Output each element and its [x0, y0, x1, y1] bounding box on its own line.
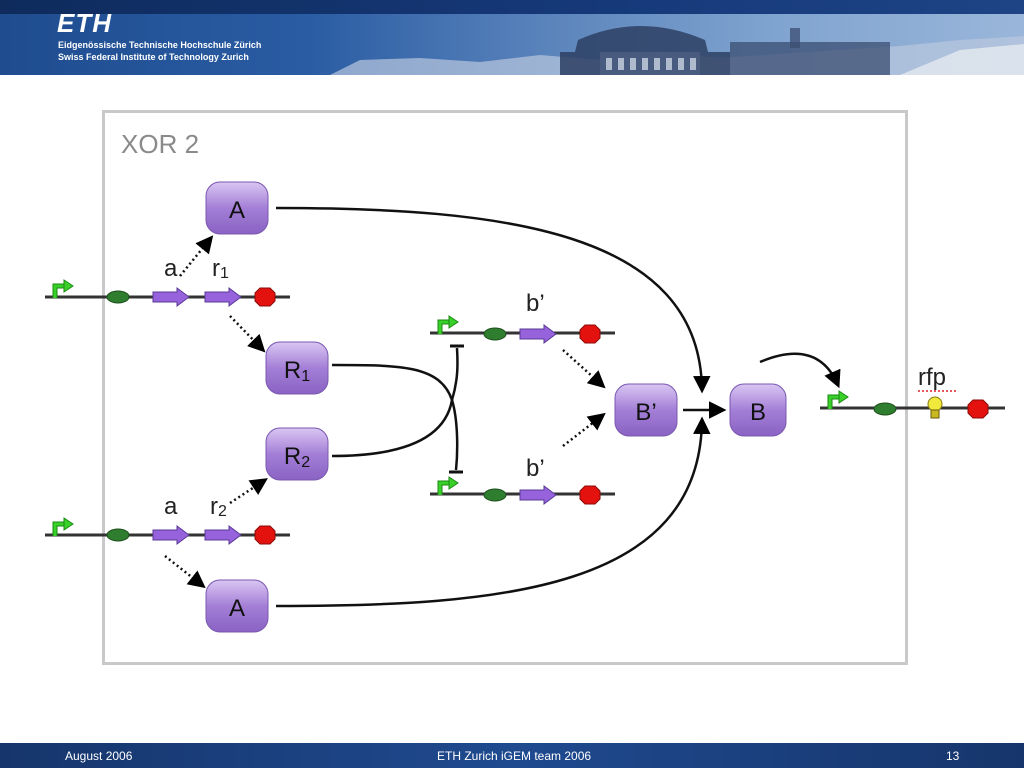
operon-a-r2 [45, 518, 290, 545]
svg-text:R2: R2 [284, 443, 310, 471]
operon-bprime-bottom [430, 477, 615, 505]
diagram-title: XOR 2 [121, 129, 199, 159]
repression-line-r1 [331, 363, 459, 471]
terminator-icon [254, 525, 276, 545]
institution-name-english: Swiss Federal Institute of Technology Zu… [58, 52, 249, 62]
light-bulb-icon [927, 396, 943, 419]
gene-label-a-bottom: a [164, 493, 178, 520]
promoter-icon [55, 518, 73, 536]
coding-sequence-icon [152, 287, 190, 307]
coding-sequence-icon [152, 525, 190, 545]
svg-text:B’: B’ [635, 399, 656, 426]
gene-label-bprime-top: b’ [526, 290, 545, 317]
repression-line-r2 [331, 347, 459, 458]
svg-text:B: B [750, 399, 766, 426]
rbs-icon [483, 327, 507, 341]
protein-r1: R1 [265, 341, 329, 395]
gene-label-bprime-bottom: b’ [526, 455, 545, 482]
protein-a-bottom: A [205, 579, 269, 633]
promoter-icon [830, 391, 848, 409]
footer-bar: August 2006 ETH Zurich iGEM team 2006 13 [0, 743, 1024, 768]
promoter-icon [440, 477, 458, 495]
svg-text:R1: R1 [284, 357, 310, 385]
protein-b: B [729, 383, 787, 437]
gene-label-rfp: rfp [918, 364, 946, 391]
rbs-icon [106, 290, 130, 304]
terminator-icon [254, 287, 276, 307]
terminator-icon [967, 399, 989, 419]
expression-arrows [164, 235, 606, 589]
activation-arrow-a-bottom-to-b [275, 416, 711, 608]
protein-r2: R2 [265, 427, 329, 481]
rbs-icon [483, 488, 507, 502]
eth-logo: ETH [57, 8, 112, 38]
rbs-icon [106, 528, 130, 542]
operon-rfp [820, 391, 1005, 419]
header-banner: ETH Eidgenössische Technische Hochschule… [0, 0, 1024, 75]
building-image [330, 26, 1024, 75]
coding-sequence-icon [519, 324, 557, 344]
diagram-frame [102, 110, 908, 665]
protein-a-top: A [205, 181, 269, 235]
terminator-icon [579, 324, 601, 344]
coding-sequence-icon [519, 485, 557, 505]
activation-arrow-b-to-rfp [759, 352, 841, 389]
page-number: 13 [946, 749, 960, 763]
coding-sequence-icon [204, 287, 242, 307]
operon-bprime-top [430, 316, 615, 344]
rbs-icon [873, 402, 897, 416]
protein-b-prime: B’ [614, 383, 678, 437]
institution-name-german: Eidgenössische Technische Hochschule Zür… [58, 40, 262, 50]
svg-text:A: A [229, 595, 245, 622]
gene-label-a-top: a [164, 255, 178, 282]
operon-a-r1 [45, 280, 290, 307]
gene-label-r1: r1 [212, 255, 229, 282]
terminator-icon [579, 485, 601, 505]
coding-sequence-icon [204, 525, 242, 545]
promoter-icon [440, 316, 458, 334]
footer-date: August 2006 [65, 749, 133, 763]
header-top-band [0, 0, 1024, 14]
footer-team: ETH Zurich iGEM team 2006 [437, 749, 592, 763]
svg-text:A: A [229, 197, 245, 224]
activation-arrow-a-top-to-b [275, 206, 711, 394]
gene-label-r2: r2 [210, 493, 227, 520]
promoter-icon [55, 280, 73, 298]
